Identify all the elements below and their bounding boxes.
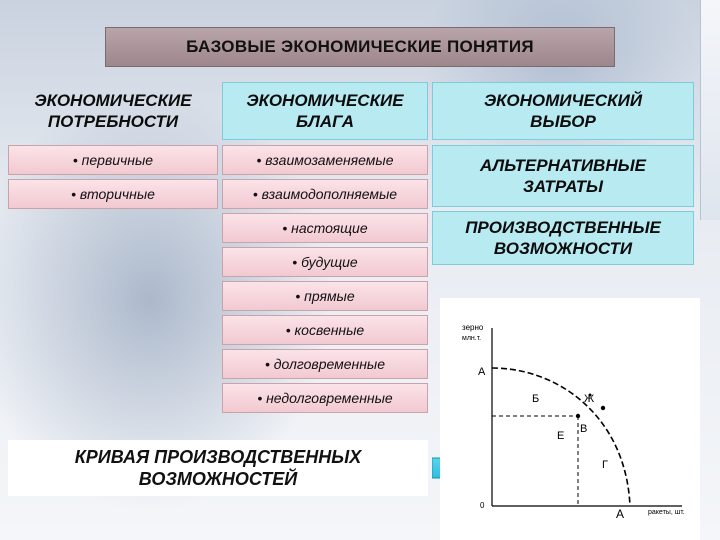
goods-item-8: • недолговременные <box>222 383 428 413</box>
needs-item-2: • вторичные <box>8 179 218 209</box>
choice-item-2: ПРОИЗВОДСТВЕННЫЕ ВОЗМОЖНОСТИ <box>432 211 694 265</box>
ppf-chart-svg: зерно млн.т. А Б Ж Е В Г 0 А ракеты, шт. <box>462 323 685 521</box>
goods-item-6: • косвенные <box>222 315 428 345</box>
goods-item-7: • долговременные <box>222 349 428 379</box>
header-needs: ЭКОНОМИЧЕСКИЕ ПОТРЕБНОСТИ <box>8 82 218 140</box>
goods-item-5: • прямые <box>222 281 428 311</box>
header-goods: ЭКОНОМИЧЕСКИЕ БЛАГА <box>222 82 428 140</box>
x-axis-label: ракеты, шт. <box>648 509 685 516</box>
label-zh: Ж <box>584 393 594 405</box>
label-b: Б <box>532 393 539 405</box>
goods-item-2: • взаимодополняемые <box>222 179 428 209</box>
point-e-dot <box>575 413 581 419</box>
curve-label-box: КРИВАЯ ПРОИЗВОДСТВЕННЫХ ВОЗМОЖНОСТЕЙ <box>8 440 428 496</box>
label-a-x: А <box>616 507 624 521</box>
point-zh-dot <box>588 393 592 397</box>
ppf-chart: зерно млн.т. А Б Ж Е В Г 0 А ракеты, шт. <box>440 298 700 540</box>
ppf-curve <box>491 367 631 507</box>
header-goods-text: ЭКОНОМИЧЕСКИЕ БЛАГА <box>246 91 404 131</box>
header-choice: ЭКОНОМИЧЕСКИЙ ВЫБОР <box>432 82 694 140</box>
choice-item-2-text: ПРОИЗВОДСТВЕННЫЕ ВОЗМОЖНОСТИ <box>465 218 661 258</box>
header-needs-text: ЭКОНОМИЧЕСКИЕ ПОТРЕБНОСТИ <box>34 91 192 131</box>
point-b-dot <box>600 405 606 411</box>
label-v: В <box>580 423 587 435</box>
origin-label: 0 <box>480 501 485 510</box>
label-g: Г <box>602 459 608 471</box>
side-strip <box>700 0 720 220</box>
choice-item-1-text: АЛЬТЕРНАТИВНЫЕ ЗАТРАТЫ <box>480 156 646 196</box>
goods-item-3: • настоящие <box>222 213 428 243</box>
y-axis-label-2: млн.т. <box>462 335 481 342</box>
curve-label: КРИВАЯ ПРОИЗВОДСТВЕННЫХ ВОЗМОЖНОСТЕЙ <box>74 447 362 489</box>
needs-item-1: • первичные <box>8 145 218 175</box>
page-title: БАЗОВЫЕ ЭКОНОМИЧЕСКИЕ ПОНЯТИЯ <box>186 37 534 56</box>
y-axis-label-1: зерно <box>462 323 484 332</box>
label-e: Е <box>557 430 564 442</box>
goods-item-4: • будущие <box>222 247 428 277</box>
page-title-bar: БАЗОВЫЕ ЭКОНОМИЧЕСКИЕ ПОНЯТИЯ <box>105 27 615 67</box>
goods-item-1: • взаимозаменяемые <box>222 145 428 175</box>
label-a-y: А <box>478 366 486 378</box>
choice-item-1: АЛЬТЕРНАТИВНЫЕ ЗАТРАТЫ <box>432 145 694 207</box>
header-choice-text: ЭКОНОМИЧЕСКИЙ ВЫБОР <box>483 91 643 131</box>
